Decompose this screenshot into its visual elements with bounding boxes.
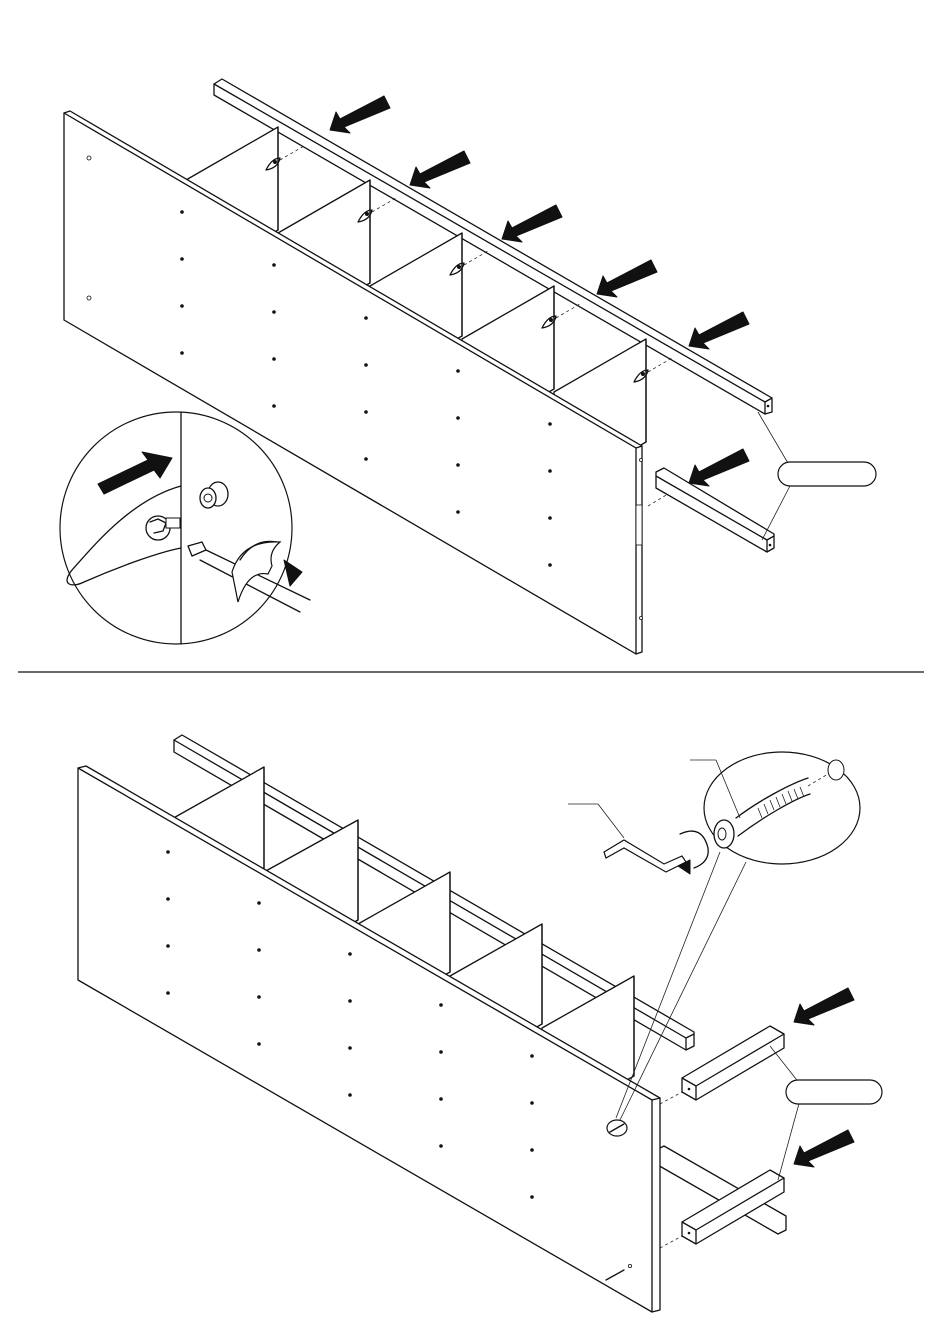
shelf-pin-hole — [180, 304, 184, 308]
shelf-pin-hole — [548, 422, 552, 426]
shelf-pin-hole — [530, 1101, 534, 1105]
shelf-pin-hole — [348, 1093, 352, 1097]
arrow-icon — [597, 260, 657, 297]
arrow-icon — [502, 205, 562, 242]
shelf-pin-hole — [166, 850, 170, 854]
shelf-pin-hole — [439, 1144, 443, 1148]
arrow-icon — [689, 312, 749, 349]
shelf-pin-hole — [439, 1003, 443, 1007]
shelf-pin-hole — [456, 463, 460, 467]
shelf-pin-hole — [548, 516, 552, 520]
shelf-pin-hole — [180, 257, 184, 261]
hex-key-icon — [568, 804, 708, 874]
shelf-pin-hole — [257, 948, 261, 952]
shelf-pin-hole — [439, 1097, 443, 1101]
step-bottom — [78, 735, 882, 1312]
cam-lock-detail — [60, 412, 310, 644]
shelf-pin-hole — [364, 410, 368, 414]
shelf-pin-hole — [257, 901, 261, 905]
shelf-pin-hole — [166, 991, 170, 995]
shelf-pin-hole — [348, 952, 352, 956]
arrow-icon — [410, 151, 470, 188]
rail-lower — [656, 468, 774, 552]
shelf-pin-hole — [272, 310, 276, 314]
shelf-pin-hole — [166, 944, 170, 948]
shelf-pin-hole — [348, 1046, 352, 1050]
shelf-pin-hole — [364, 363, 368, 367]
shelf-pin-hole — [439, 1050, 443, 1054]
shelf-pin-hole — [166, 897, 170, 901]
arrow-icon — [330, 96, 390, 133]
shelf-pin-hole — [530, 1054, 534, 1058]
shelf-pin-hole — [272, 404, 276, 408]
shelf-pin-hole — [180, 210, 184, 214]
shelf-pin-hole — [530, 1148, 534, 1152]
shelf-pin-hole — [548, 563, 552, 567]
shelf-pin-hole — [257, 995, 261, 999]
rotate-arrow-icon — [284, 560, 302, 586]
insert-arrows — [794, 988, 854, 1167]
step-top — [60, 79, 876, 654]
arrow-icon — [689, 449, 749, 486]
shelf-pin-hole — [456, 510, 460, 514]
part-callout-top — [758, 412, 876, 540]
arrow-icon — [794, 988, 854, 1025]
shelf-pin-hole — [530, 1195, 534, 1199]
shelf-pin-hole — [548, 469, 552, 473]
shelf-pin-hole — [272, 357, 276, 361]
shelf-pin-hole — [348, 999, 352, 1003]
shelf-pin-hole — [257, 1042, 261, 1046]
shelf-pin-hole — [456, 369, 460, 373]
part-callout-bottom — [770, 1046, 882, 1180]
shelf-pin-hole — [180, 351, 184, 355]
shelf-pin-hole — [272, 263, 276, 267]
shelf-pin-hole — [364, 316, 368, 320]
shelf-pin-hole — [456, 416, 460, 420]
arrow-icon — [794, 1130, 854, 1167]
shelf-pin-hole — [364, 457, 368, 461]
